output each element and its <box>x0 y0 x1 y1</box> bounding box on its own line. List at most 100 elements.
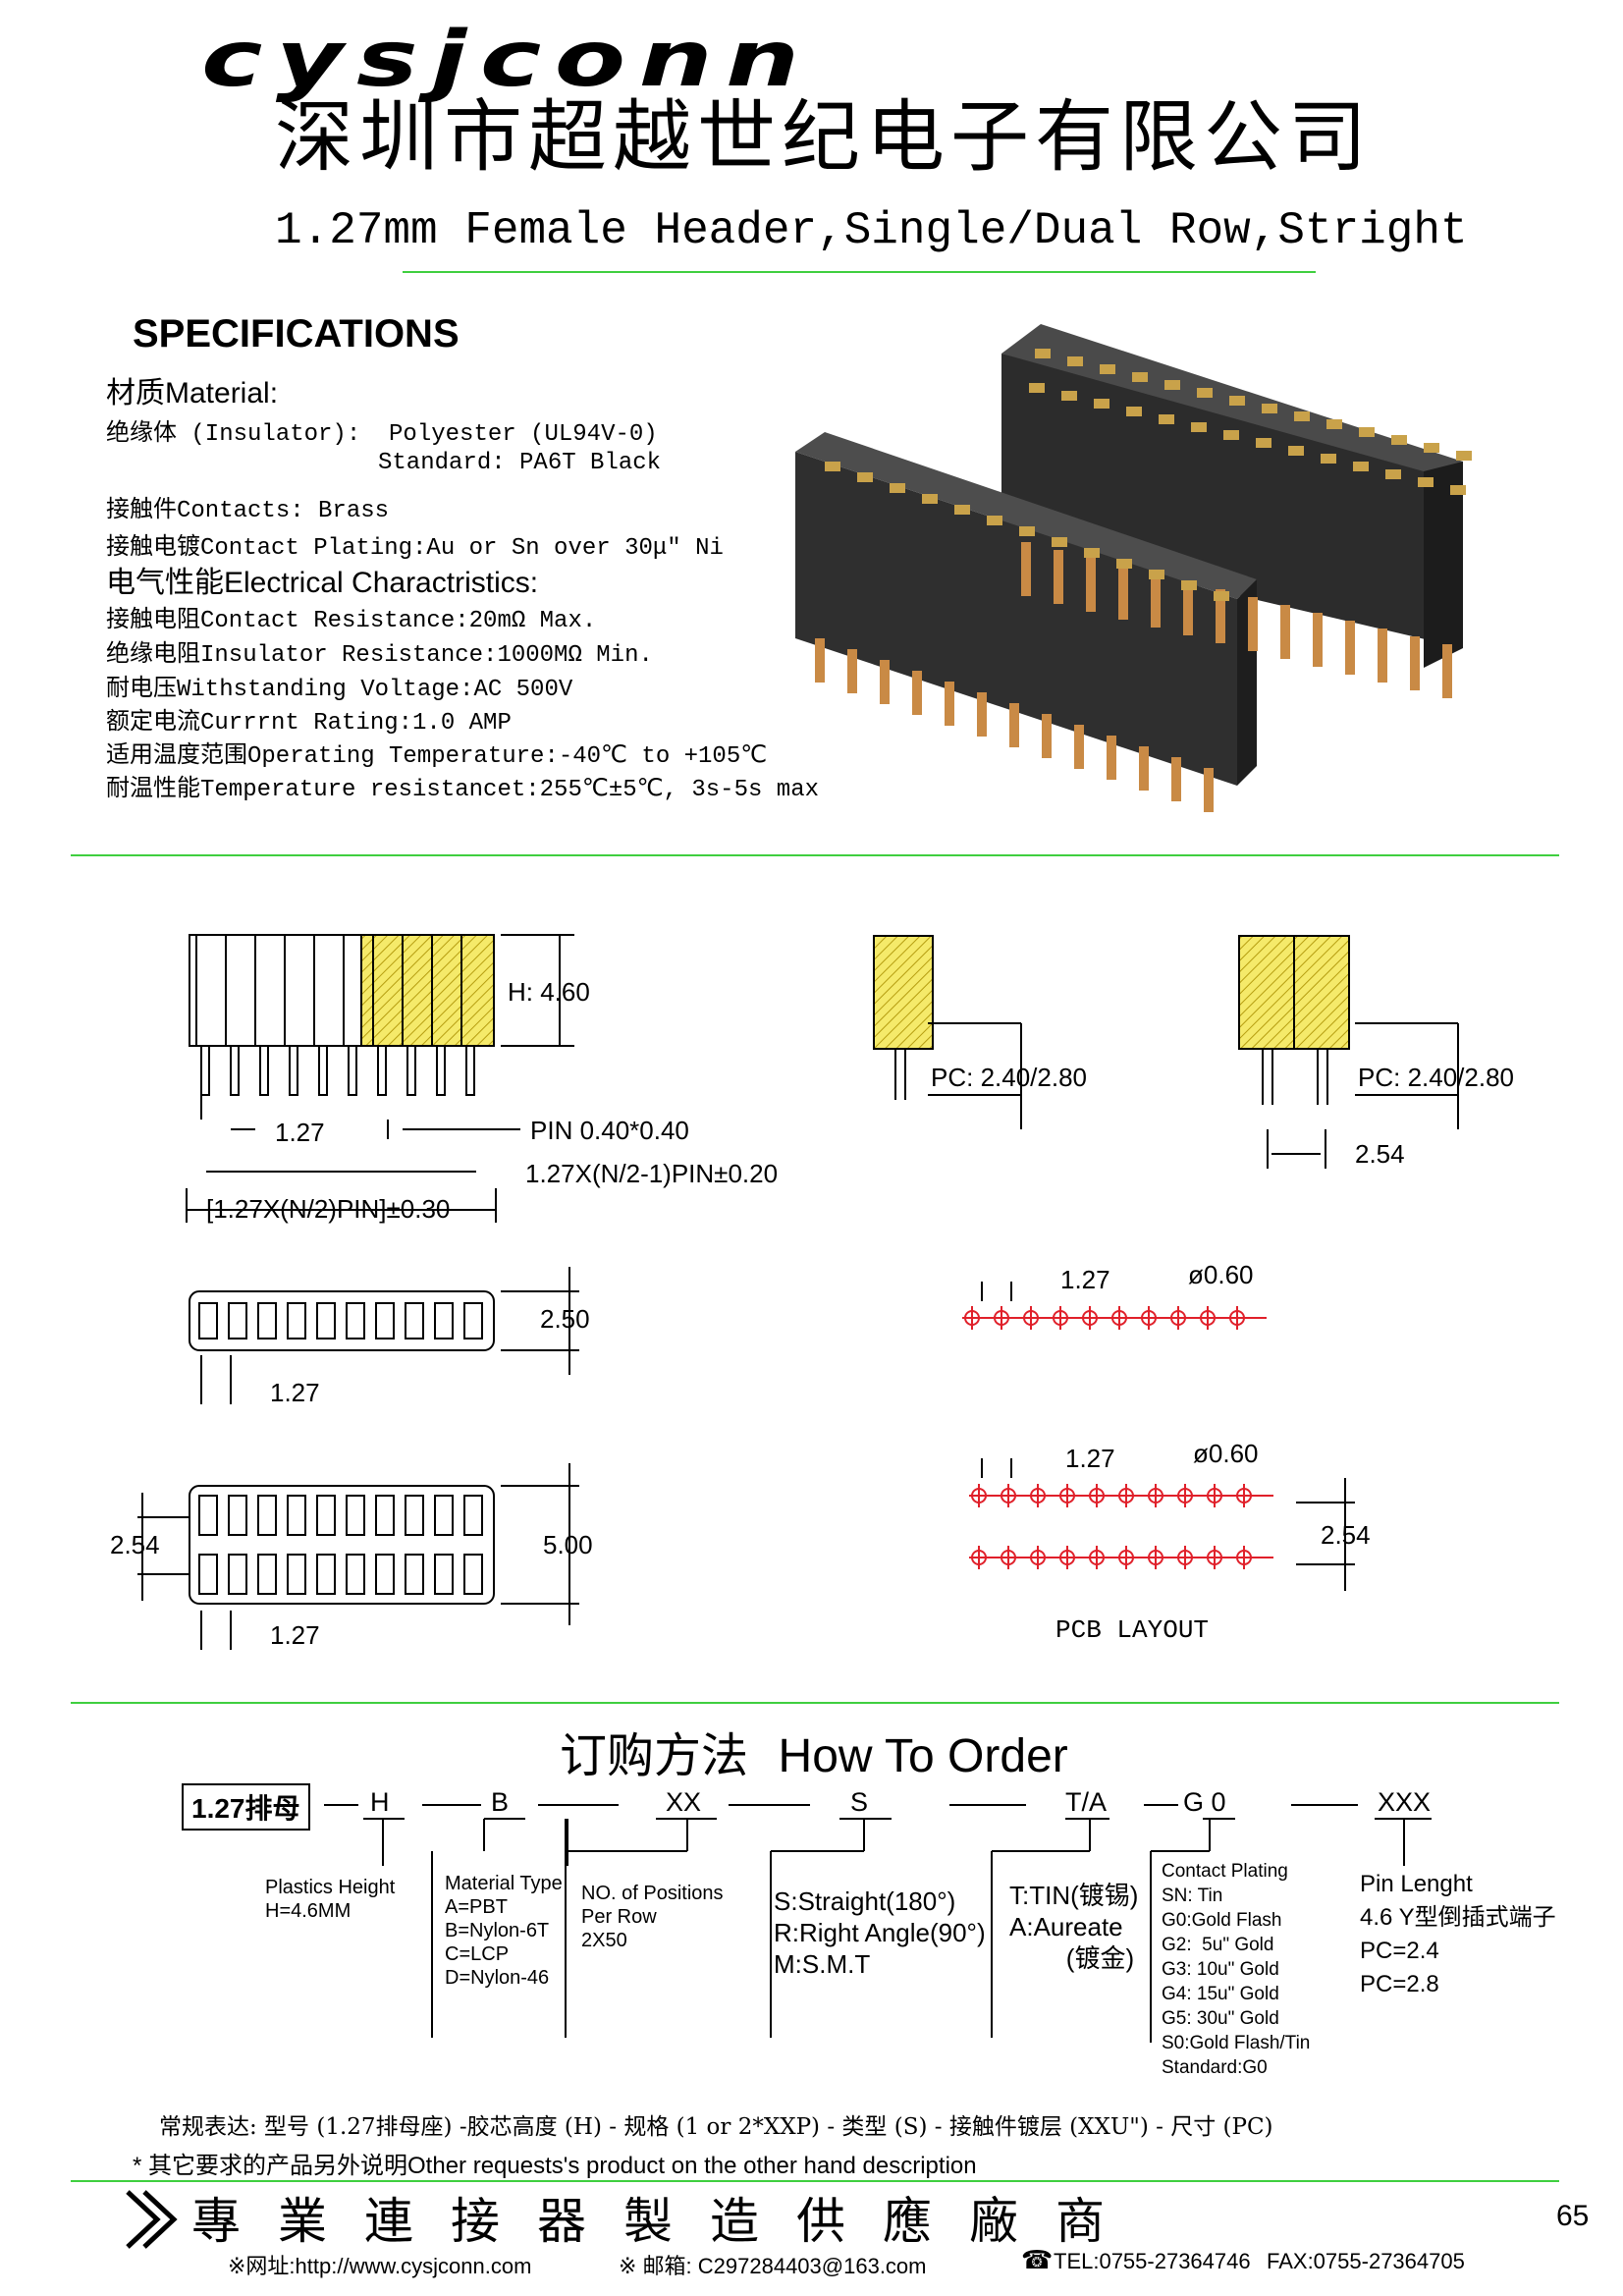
order-code-xxx: XXX <box>1378 1787 1432 1817</box>
front-pin <box>436 1045 446 1096</box>
pc-single-label: PC: 2.40/2.80 <box>931 1063 1087 1092</box>
spec-insulator: 绝缘体 (Insulator): Polyester (UL94V-0) <box>106 421 658 448</box>
product-slot <box>1126 407 1142 416</box>
product-pin <box>1009 703 1019 747</box>
front-pin <box>230 1045 240 1096</box>
front-pin <box>289 1045 298 1096</box>
front-pin <box>348 1045 357 1096</box>
single-cell <box>434 1302 454 1339</box>
dual-cell <box>228 1495 247 1536</box>
product-slot <box>1450 485 1466 495</box>
product-pin <box>1151 574 1161 628</box>
single-cell <box>405 1302 424 1339</box>
formula1-label: 1.27X(N/2-1)PIN±0.20 <box>525 1159 779 1188</box>
spec-standard: Standard: PA6T Black <box>378 450 662 476</box>
order-code-b: B <box>491 1787 510 1817</box>
dual-cell <box>405 1495 424 1536</box>
product-slot <box>1029 383 1045 393</box>
dual-cell <box>434 1554 454 1595</box>
product-slot <box>1084 548 1100 558</box>
single-cell <box>257 1302 277 1339</box>
spec-contacts: 接触件Contacts: Brass <box>106 498 390 524</box>
dual-cell <box>257 1495 277 1536</box>
product-slot <box>825 462 840 471</box>
product-pin <box>880 660 890 704</box>
dual-cell <box>198 1495 218 1536</box>
product-slot <box>1391 435 1407 445</box>
type-desc: S:Straight(180°) R:Right Angle(90°) M:S.… <box>774 1886 986 1979</box>
product-slot <box>1256 438 1271 448</box>
product-slot <box>1035 349 1051 358</box>
dual-cell <box>257 1554 277 1595</box>
footer-website[interactable]: ※网址:http://www.cysjconn.com <box>228 2254 532 2278</box>
spec-plating: 接触电镀Contact Plating:Au or Sn over 30μ" N… <box>106 535 724 562</box>
product-slot <box>922 494 938 504</box>
front-pin <box>465 1045 475 1096</box>
spec-temp-resistance: 耐温性能Temperature resistancet:255℃±5℃, 3s-… <box>106 777 819 803</box>
product-slot <box>1214 591 1229 601</box>
material-type-desc: Material Type A=PBT B=Nylon-6T C=LCP D=N… <box>445 1873 563 1989</box>
single-cell <box>228 1302 247 1339</box>
order-title: 订购方法 How To Order <box>560 1717 1068 1785</box>
footer-email[interactable]: ※ 邮箱: C297284403@163.com <box>619 2254 927 2278</box>
product-pin <box>1280 605 1290 659</box>
front-pin <box>406 1045 416 1096</box>
dual-cell <box>463 1495 483 1536</box>
spec-contact-resistance: 接触电阻Contact Resistance:20mΩ Max. <box>106 608 597 634</box>
order-title-cn: 订购方法 <box>560 1728 749 1783</box>
height-label: H: 4.60 <box>508 977 590 1007</box>
contact-plating-desc: Contact Plating SN: Tin G0:Gold Flash G2… <box>1162 1861 1311 2078</box>
dual-cell <box>316 1554 336 1595</box>
product-pin <box>945 682 954 726</box>
dual-cell <box>287 1495 306 1536</box>
regular-expression: 常规表达: 型号 (1.27排母座) -胶芯高度 (H) - 规格 (1 or … <box>159 2114 1273 2140</box>
pcb-pitch-label-2: 1.27 <box>1065 1444 1115 1473</box>
product-slot <box>1385 469 1401 479</box>
product-pin <box>847 649 857 693</box>
single-cell <box>346 1302 365 1339</box>
product-pin <box>1107 736 1116 780</box>
dual-pitch-label: 1.27 <box>270 1620 320 1650</box>
product-slot <box>987 516 1002 525</box>
product-pin <box>1118 566 1128 620</box>
spec-operating-temp: 适用温度范围Operating Temperature:-40℃ to +105… <box>106 743 768 770</box>
dual-cell <box>198 1554 218 1595</box>
order-code-s: S <box>850 1787 869 1817</box>
pcb-pitch-label-1: 1.27 <box>1060 1265 1110 1294</box>
dual-cell <box>463 1554 483 1595</box>
dual-width-label: 5.00 <box>543 1530 593 1559</box>
section-divider-3 <box>71 2180 1559 2182</box>
front-pin <box>259 1045 269 1096</box>
product-slot <box>1094 399 1109 409</box>
product-slot <box>1052 537 1067 547</box>
order-connectors <box>324 1804 1432 2043</box>
product-pin <box>1313 613 1323 667</box>
technical-drawings <box>137 934 1459 1650</box>
front-pin <box>200 1045 210 1096</box>
order-code-ta: T/A <box>1065 1787 1108 1817</box>
product-slot <box>857 472 873 482</box>
product-pin <box>1204 768 1214 812</box>
pin-length-desc: Pin Lenght 4.6 Y型倒插式端子 PC=2.4 PC=2.8 <box>1360 1871 1556 1997</box>
product-pin <box>1378 629 1387 683</box>
product-slot <box>1191 422 1207 432</box>
pcb-layout-caption: PCB LAYOUT <box>1055 1615 1210 1645</box>
single-width-label: 2.50 <box>540 1304 590 1334</box>
specs-title: SPECIFICATIONS <box>133 312 460 355</box>
spec-current-rating: 额定电流Currrnt Rating:1.0 AMP <box>106 710 512 737</box>
spec-insulator-resistance: 绝缘电阻Insulator Resistance:1000MΩ Min. <box>106 642 653 669</box>
single-cell <box>375 1302 395 1339</box>
order-code-g0: G 0 <box>1183 1787 1226 1817</box>
dual-cell <box>405 1554 424 1595</box>
product-pin <box>1248 597 1258 651</box>
pcb-row-pitch-label: 2.54 <box>1321 1520 1371 1550</box>
product-slot <box>1132 372 1148 382</box>
product-pin <box>977 692 987 737</box>
product-slot <box>1223 430 1239 440</box>
front-pin <box>318 1045 328 1096</box>
single-cell <box>463 1302 483 1339</box>
product-slot <box>1164 380 1180 390</box>
product-slot <box>1116 559 1132 569</box>
pcb-hole-label-2: ø0.60 <box>1193 1439 1259 1468</box>
product-slot <box>1456 451 1472 461</box>
